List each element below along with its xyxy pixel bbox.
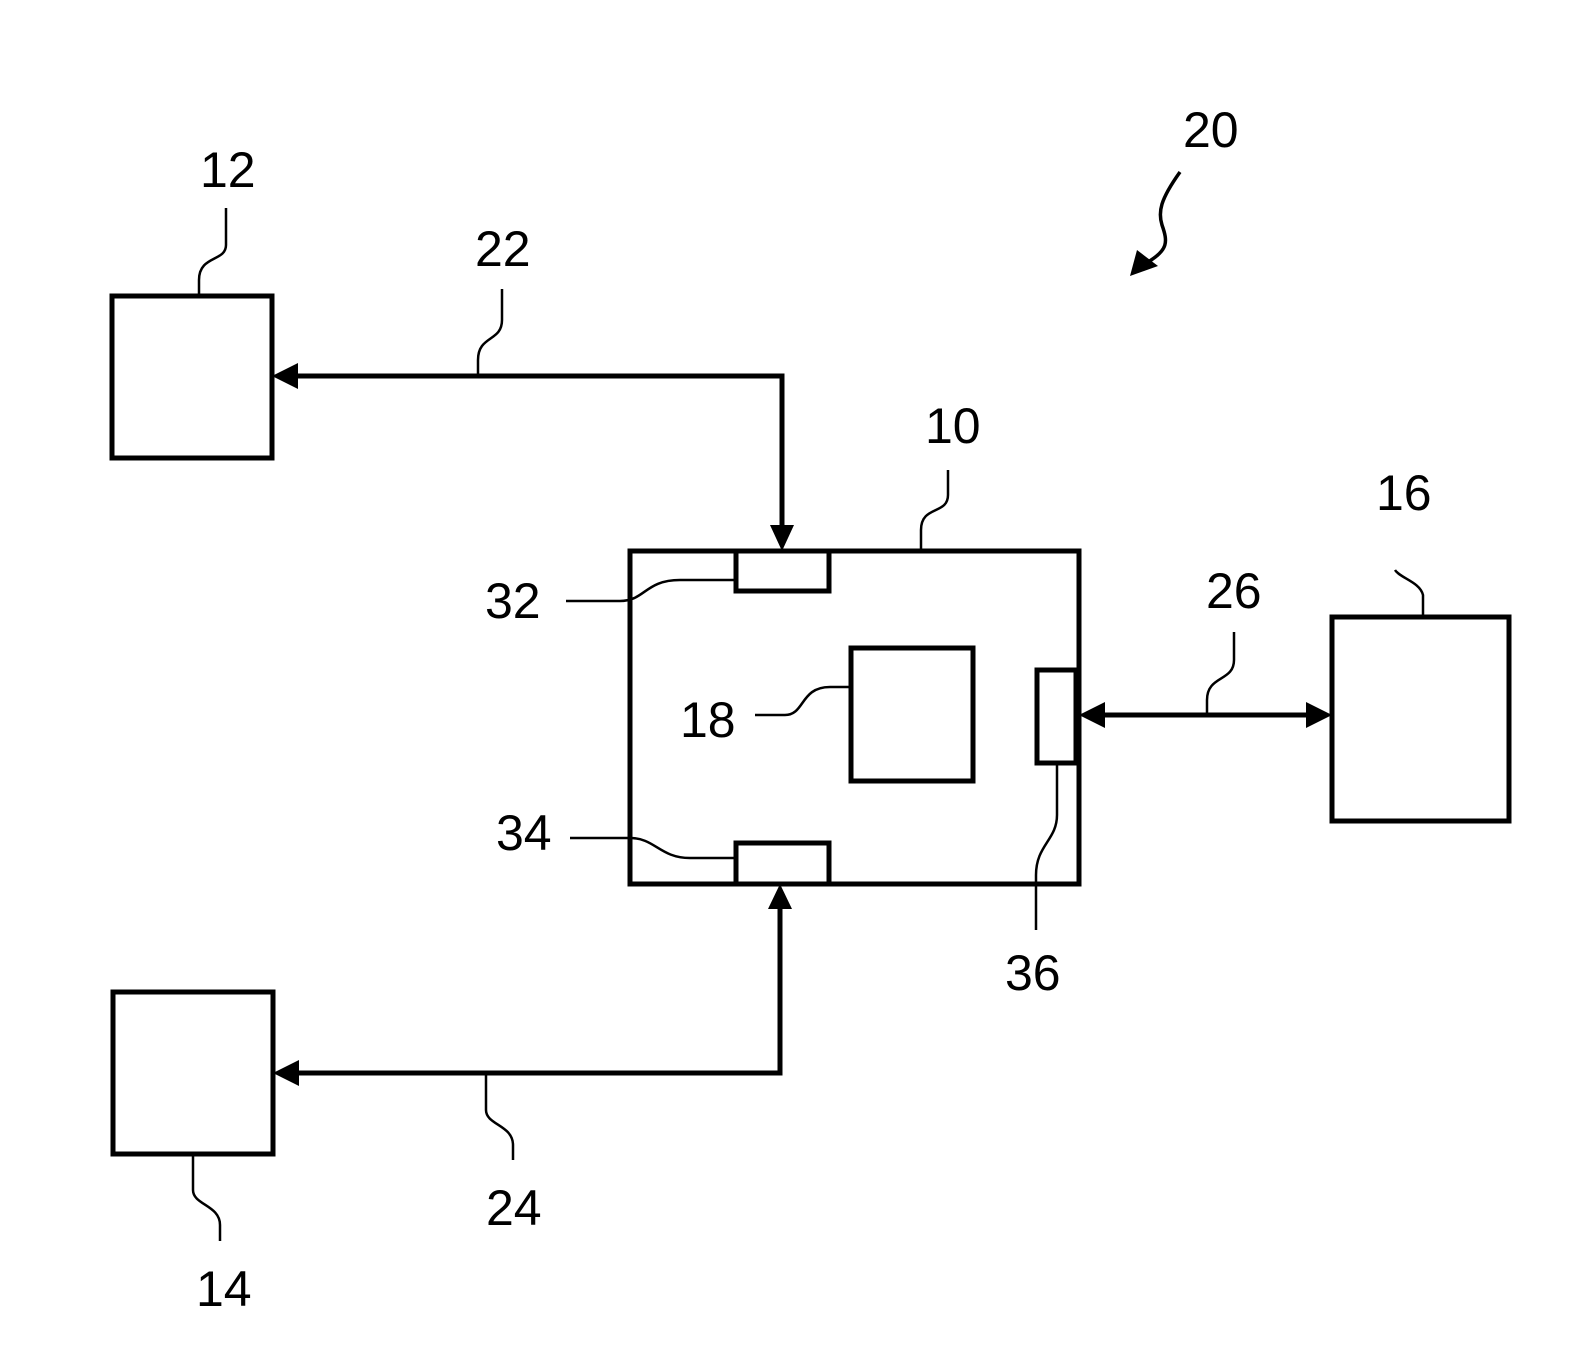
leader-32 — [566, 578, 736, 603]
label-14: 14 — [196, 1261, 252, 1317]
block-14 — [110, 989, 276, 1157]
figure-20-leader — [1147, 170, 1182, 264]
arrow-into-32 — [770, 525, 794, 551]
component-18 — [848, 645, 976, 784]
label-24: 24 — [486, 1180, 542, 1236]
leader-26 — [1205, 632, 1236, 715]
label-20: 20 — [1183, 102, 1239, 158]
label-16: 16 — [1376, 465, 1432, 521]
arrow-into-36 — [1079, 702, 1105, 728]
label-32: 32 — [485, 573, 541, 629]
interface-34 — [733, 840, 832, 887]
leader-24 — [484, 1073, 515, 1160]
interface-32 — [733, 548, 832, 594]
leader-16 — [1393, 569, 1425, 617]
label-36: 36 — [1005, 945, 1061, 1001]
leader-14 — [191, 1154, 222, 1241]
block-16 — [1329, 614, 1512, 824]
arrow-into-14 — [273, 1060, 299, 1086]
arrow-into-16 — [1306, 702, 1332, 728]
label-12: 12 — [200, 142, 256, 198]
label-18: 18 — [680, 692, 736, 748]
label-22: 22 — [475, 221, 531, 277]
connection-22 — [298, 373, 785, 530]
leader-22 — [476, 289, 504, 376]
block-12 — [109, 293, 275, 461]
leader-10 — [919, 470, 950, 551]
label-26: 26 — [1206, 563, 1262, 619]
arrow-into-34 — [768, 884, 792, 909]
leader-34 — [570, 836, 736, 860]
connection-24 — [298, 906, 783, 1076]
leader-12 — [197, 208, 228, 296]
arrow-into-12 — [272, 363, 298, 389]
label-34: 34 — [496, 805, 552, 861]
leader-18 — [755, 685, 851, 717]
label-10: 10 — [925, 398, 981, 454]
figure-20-arrowhead — [1130, 250, 1158, 276]
interface-36 — [1034, 667, 1079, 766]
leader-36 — [1034, 763, 1059, 930]
